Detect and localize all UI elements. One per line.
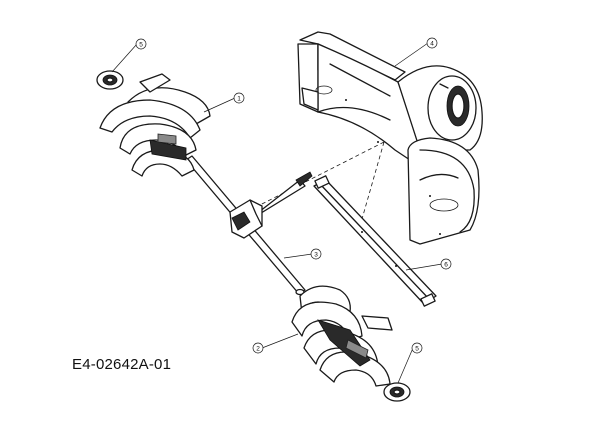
assembly-line <box>257 141 385 207</box>
svg-text:6: 6 <box>444 261 448 268</box>
svg-text:5: 5 <box>415 345 419 352</box>
svg-text:1: 1 <box>237 95 241 102</box>
bearing-bottom <box>383 382 411 402</box>
auger-housing <box>297 31 483 245</box>
svg-text:5: 5 <box>139 41 143 48</box>
svg-text:2: 2 <box>256 345 260 352</box>
drawing-number: E4-02642A-01 <box>72 356 172 373</box>
callout-1: 1 <box>203 92 245 113</box>
assembly-line <box>359 141 385 227</box>
callout-5-top: 5 <box>111 38 147 73</box>
callout-2: 2 <box>252 333 299 354</box>
callout-6: 6 <box>405 258 452 271</box>
svg-text:4: 4 <box>430 40 434 47</box>
callout-4: 4 <box>394 37 438 67</box>
bearing-top <box>96 70 124 90</box>
gearbox <box>229 199 263 239</box>
callout-5-bottom: 5 <box>397 342 423 384</box>
callout-3: 3 <box>283 248 322 260</box>
scraper-bar <box>313 175 437 307</box>
auger-right <box>291 285 393 387</box>
auger-left <box>99 73 211 177</box>
svg-text:3: 3 <box>314 251 318 258</box>
